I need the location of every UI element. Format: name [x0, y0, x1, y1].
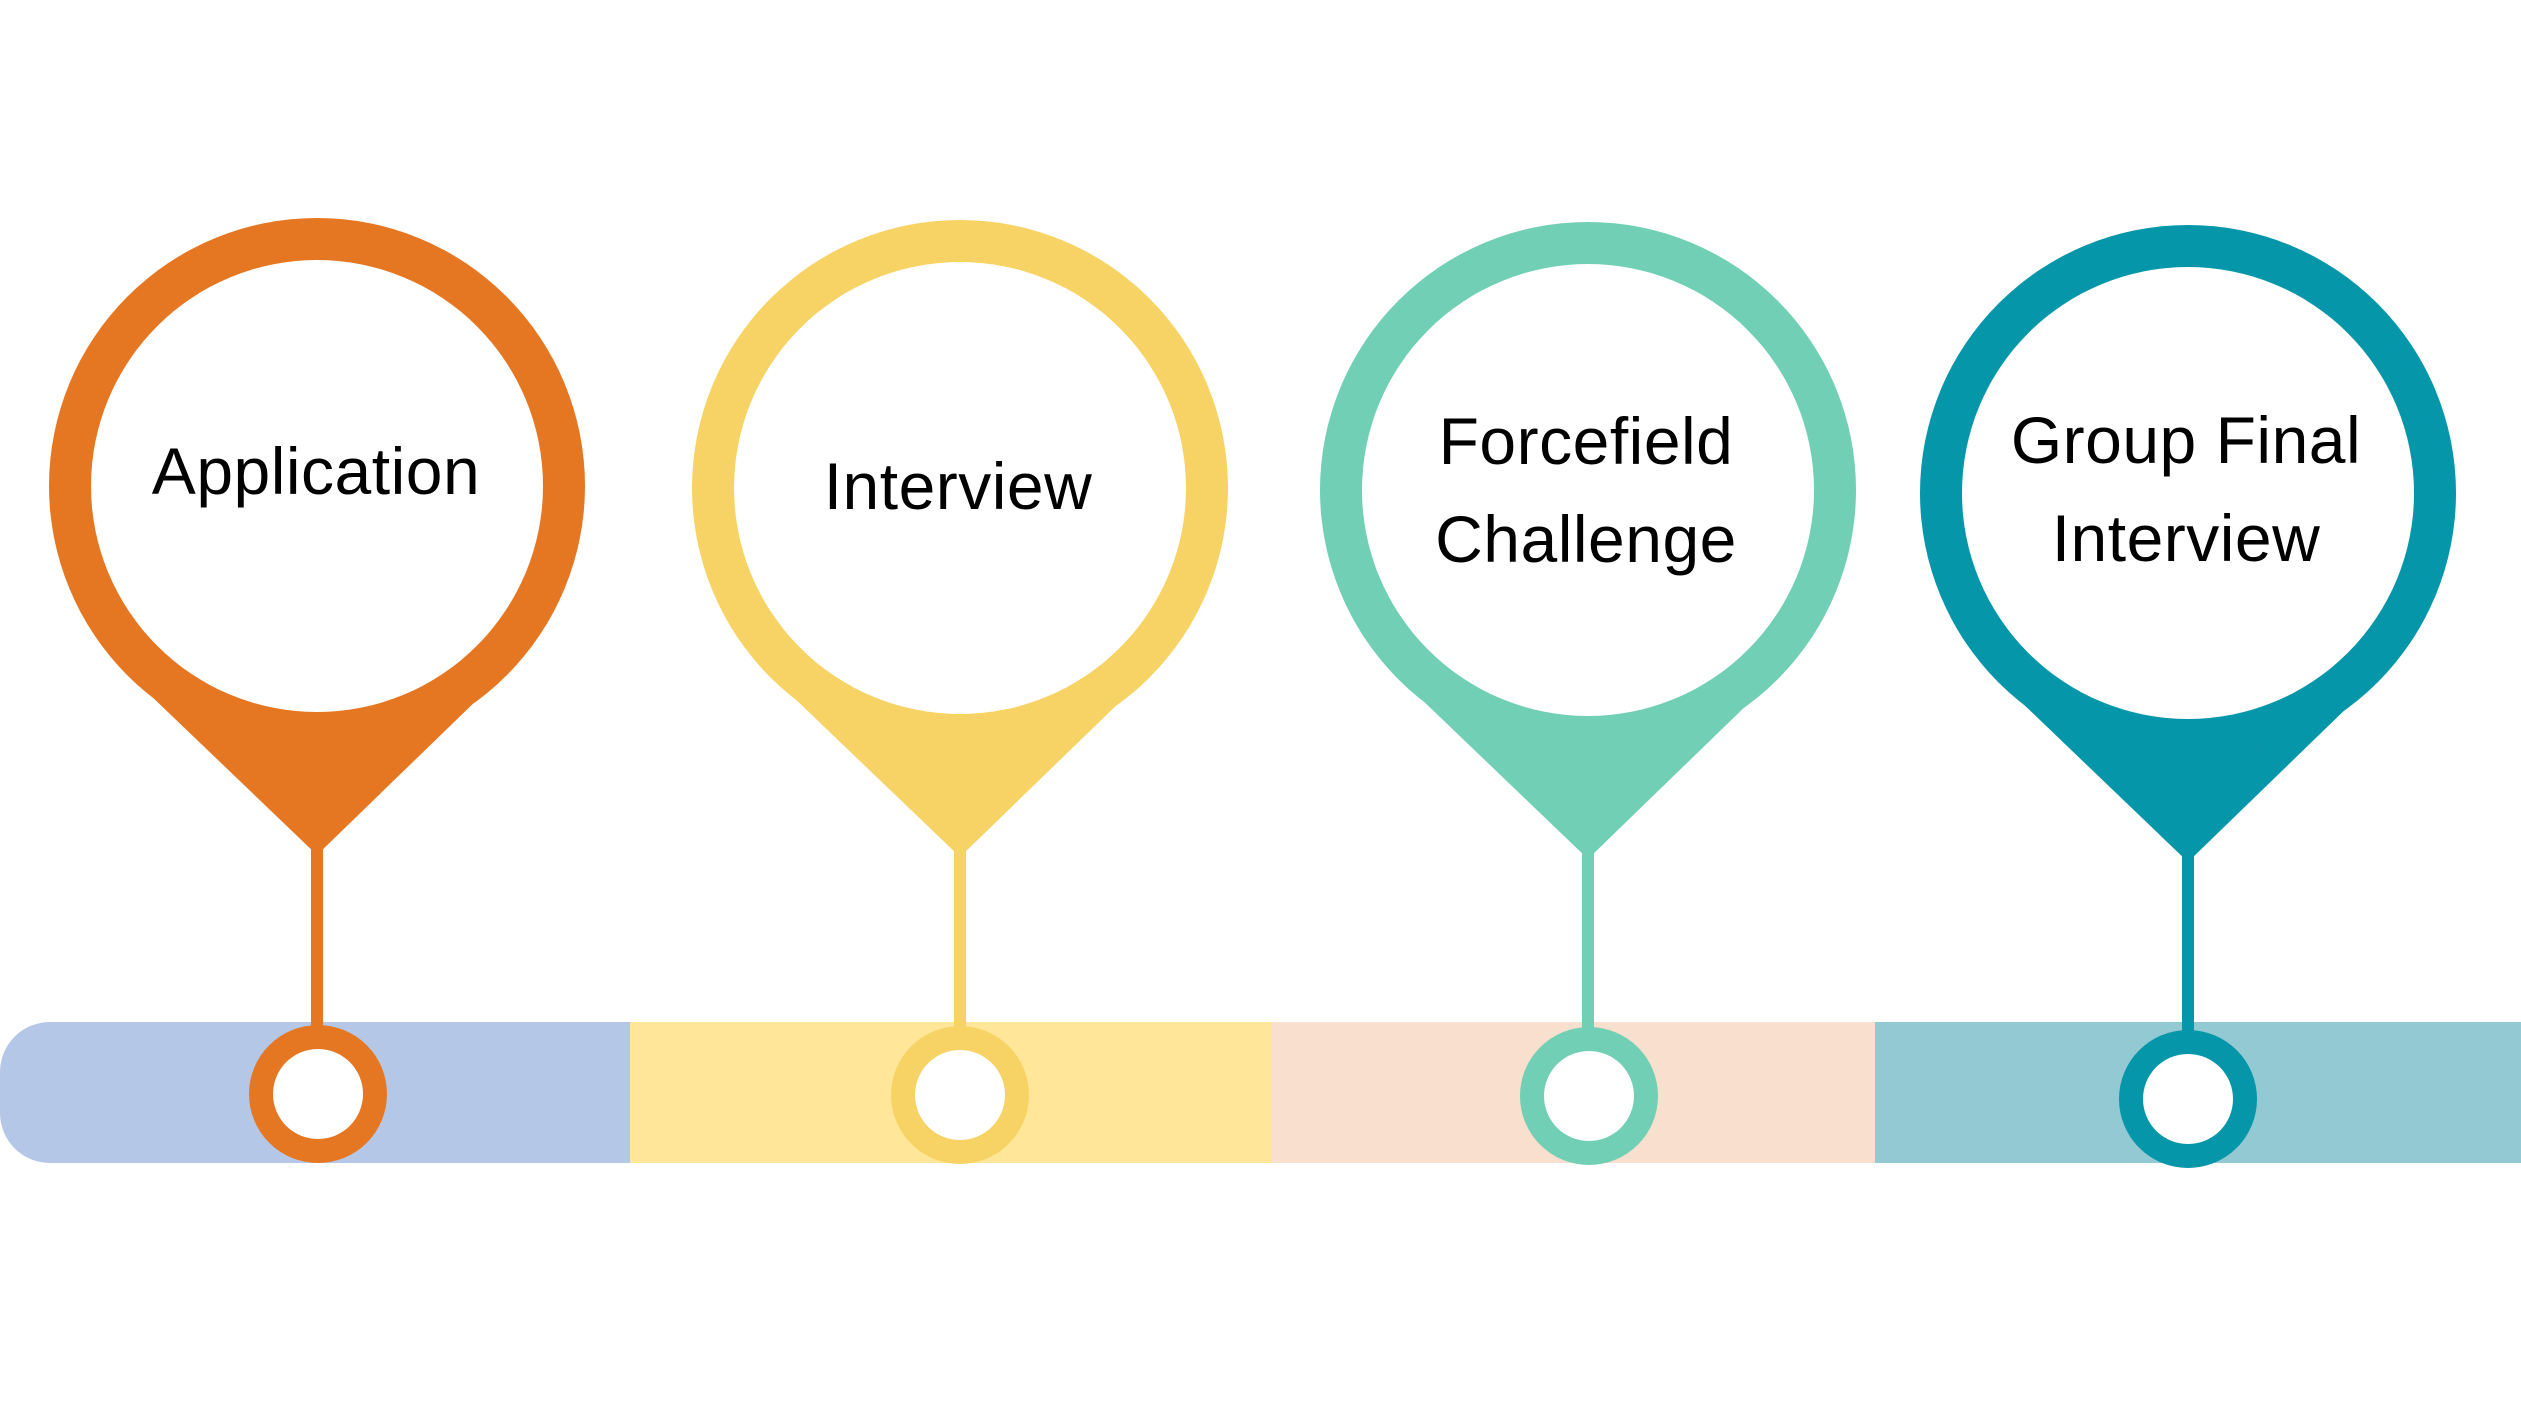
step-label-line: Application	[151, 434, 481, 508]
pin-application	[49, 218, 585, 1163]
step-label-line: Group Final	[2010, 403, 2362, 477]
step-label-group-final-interview: Group Final Interview	[1976, 391, 2396, 587]
pin-forcefield-challenge	[1320, 222, 1856, 1165]
step-label-line: Forcefield	[1438, 404, 1734, 478]
step-label-application: Application	[106, 422, 526, 520]
timeline-bar	[0, 1022, 2521, 1163]
pin-group-final-interview	[1920, 225, 2456, 1168]
step-label-interview: Interview	[748, 437, 1168, 535]
step-label-line: Interview	[823, 449, 1093, 523]
step-label-line: Interview	[2051, 501, 2321, 575]
step-label-forcefield-challenge: Forcefield Challenge	[1376, 392, 1796, 588]
step-label-line: Challenge	[1435, 502, 1737, 576]
pin-interview	[692, 220, 1228, 1164]
